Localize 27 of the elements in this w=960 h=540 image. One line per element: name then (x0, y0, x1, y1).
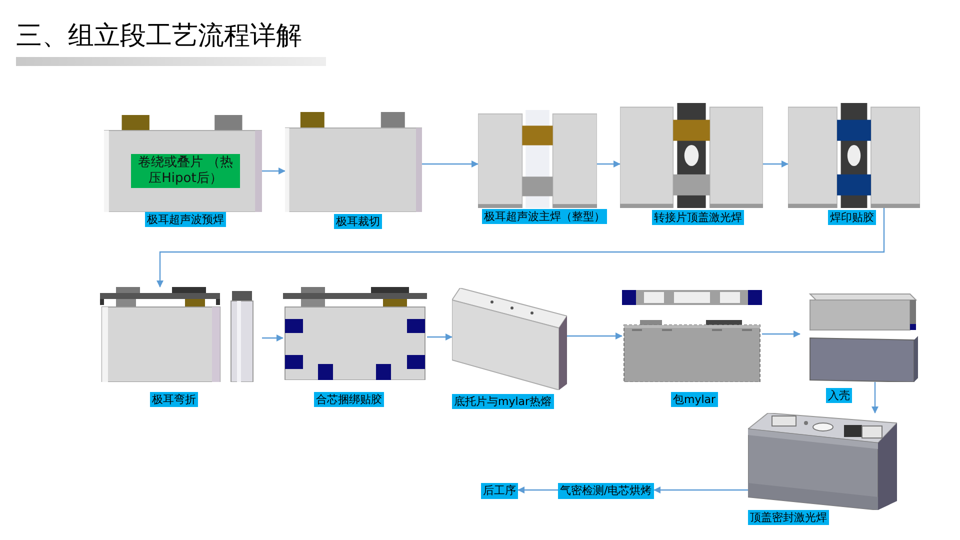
step-caption: 极耳裁切 (334, 214, 382, 229)
arrow (427, 334, 452, 340)
step-caption: 极耳弯折 (150, 392, 198, 407)
title: 三、组立段工艺流程详解 (16, 20, 302, 53)
step-caption: 合芯捆绑贴胶 (314, 392, 384, 407)
arrow (422, 160, 478, 168)
arrow (567, 332, 622, 340)
step-caption: 极耳超声波主焊（整型） (482, 209, 607, 224)
arrow (156, 208, 885, 288)
arrow (762, 330, 800, 338)
process-step: 气密检测/电芯烘烤 (558, 483, 654, 499)
arrow (654, 486, 748, 494)
arrow (763, 160, 788, 168)
step-caption: 底托片与mylar热熔 (452, 394, 554, 409)
step-caption: 极耳超声波预焊 (145, 212, 226, 227)
arrow (872, 382, 878, 414)
arrow (262, 168, 286, 174)
arrow (597, 160, 620, 168)
process-step: 后工序 (481, 483, 518, 499)
step-caption: 包mylar (671, 392, 718, 407)
step-caption: 转接片顶盖激光焊 (652, 210, 744, 225)
arrow (262, 334, 284, 342)
step-caption: 焊印贴胶 (828, 210, 876, 225)
process-label: 卷绕或叠片 （热压Hipot后） (131, 154, 240, 188)
arrow (518, 486, 558, 494)
step-caption: 顶盖密封激光焊 (748, 510, 829, 525)
step-caption: 入壳 (826, 388, 852, 403)
